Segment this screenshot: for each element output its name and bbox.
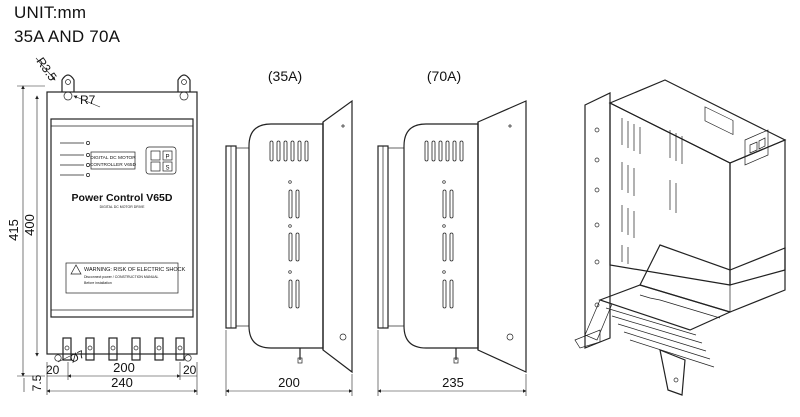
dim-240: 240 (111, 375, 133, 390)
front-warning-line2: Disconnect power / CONSTRUCTION MANUAL (84, 275, 159, 279)
side-35a-vents (269, 140, 309, 309)
dim-r7: R7 (80, 93, 96, 107)
front-top-hook-right (177, 74, 191, 101)
dim-200-side: 200 (278, 375, 300, 390)
front-brand-subtitle: DIGITAL DC MOTOR DRIVE (100, 205, 146, 209)
side-35a-label: (35A) (268, 68, 302, 84)
front-name-line1: DIGITAL DC MOTOR (90, 155, 136, 161)
front-top-hook-left (61, 74, 75, 101)
dim-235-side: 235 (442, 375, 464, 390)
front-cover (50, 118, 194, 318)
front-warning-label (65, 262, 179, 294)
unit-label: UNIT:mm (14, 3, 87, 22)
dim-415: 415 (6, 219, 21, 241)
dim-offset-left: 20 (46, 363, 60, 377)
dim-offset-right: 20 (183, 363, 197, 377)
front-bottom-hole-left (54, 354, 62, 362)
front-terminal-bars (62, 337, 185, 361)
front-bottom-hole-right (184, 354, 192, 362)
warning-triangle-icon (70, 264, 82, 275)
front-name-plate (90, 151, 136, 170)
dim-r3.5: R3.5 (34, 55, 60, 84)
subtitle-label: 35A AND 70A (14, 27, 121, 46)
dim-hole-dia: Ø7 (68, 349, 86, 366)
dim-400: 400 (22, 214, 37, 236)
front-warning-line3: Before installation (84, 281, 112, 285)
front-brand-title: Power Control V65D (72, 192, 173, 204)
iso-heatsink-fins (584, 284, 732, 368)
keypad-key-p: P (165, 155, 169, 161)
front-name-line2: CONTROLLER V65D (90, 162, 137, 168)
isometric-view (574, 79, 787, 396)
side-70a-vents (424, 140, 464, 309)
keypad-key-s: S (165, 166, 169, 172)
front-mounting-plate (46, 91, 198, 355)
iso-vents (621, 118, 683, 264)
side-view-35a: (35A) (225, 68, 353, 396)
front-keypad: P S (145, 146, 177, 175)
iso-keypad (744, 129, 769, 166)
dim-7.5: 7.5 (30, 374, 44, 391)
side-70a-label: (70A) (427, 68, 461, 84)
dim-200-front: 200 (113, 360, 135, 375)
side-view-70a: (70A) 235 (377, 68, 527, 396)
front-indicator-list (60, 141, 90, 177)
iso-name-plate (704, 106, 734, 136)
front-warning-text: WARNING: RISK OF ELECTRIC SHOCK (84, 267, 186, 273)
front-view: DIGITAL DC MOTOR CONTROLLER V65D P S Pow… (6, 55, 198, 395)
